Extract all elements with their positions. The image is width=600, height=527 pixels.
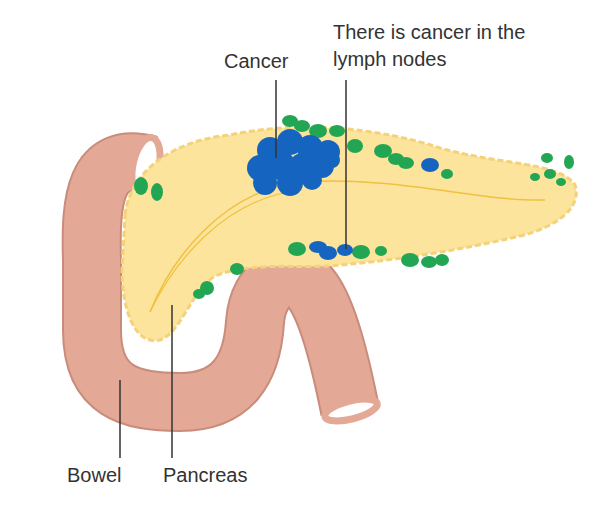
cancer-label: Cancer bbox=[224, 48, 288, 75]
pancreatic-duct bbox=[150, 190, 302, 312]
leader-lines bbox=[120, 80, 346, 458]
bowel-opening bbox=[323, 395, 380, 426]
lymph-nodes bbox=[134, 115, 574, 299]
tumour bbox=[247, 129, 340, 196]
pancreatic-duct bbox=[150, 181, 545, 312]
pancreas-label: Pancreas bbox=[163, 462, 248, 489]
bowel-label: Bowel bbox=[67, 462, 121, 489]
lymph-node-label: There is cancer in the lymph nodes bbox=[333, 19, 555, 73]
pancreas bbox=[122, 127, 576, 340]
